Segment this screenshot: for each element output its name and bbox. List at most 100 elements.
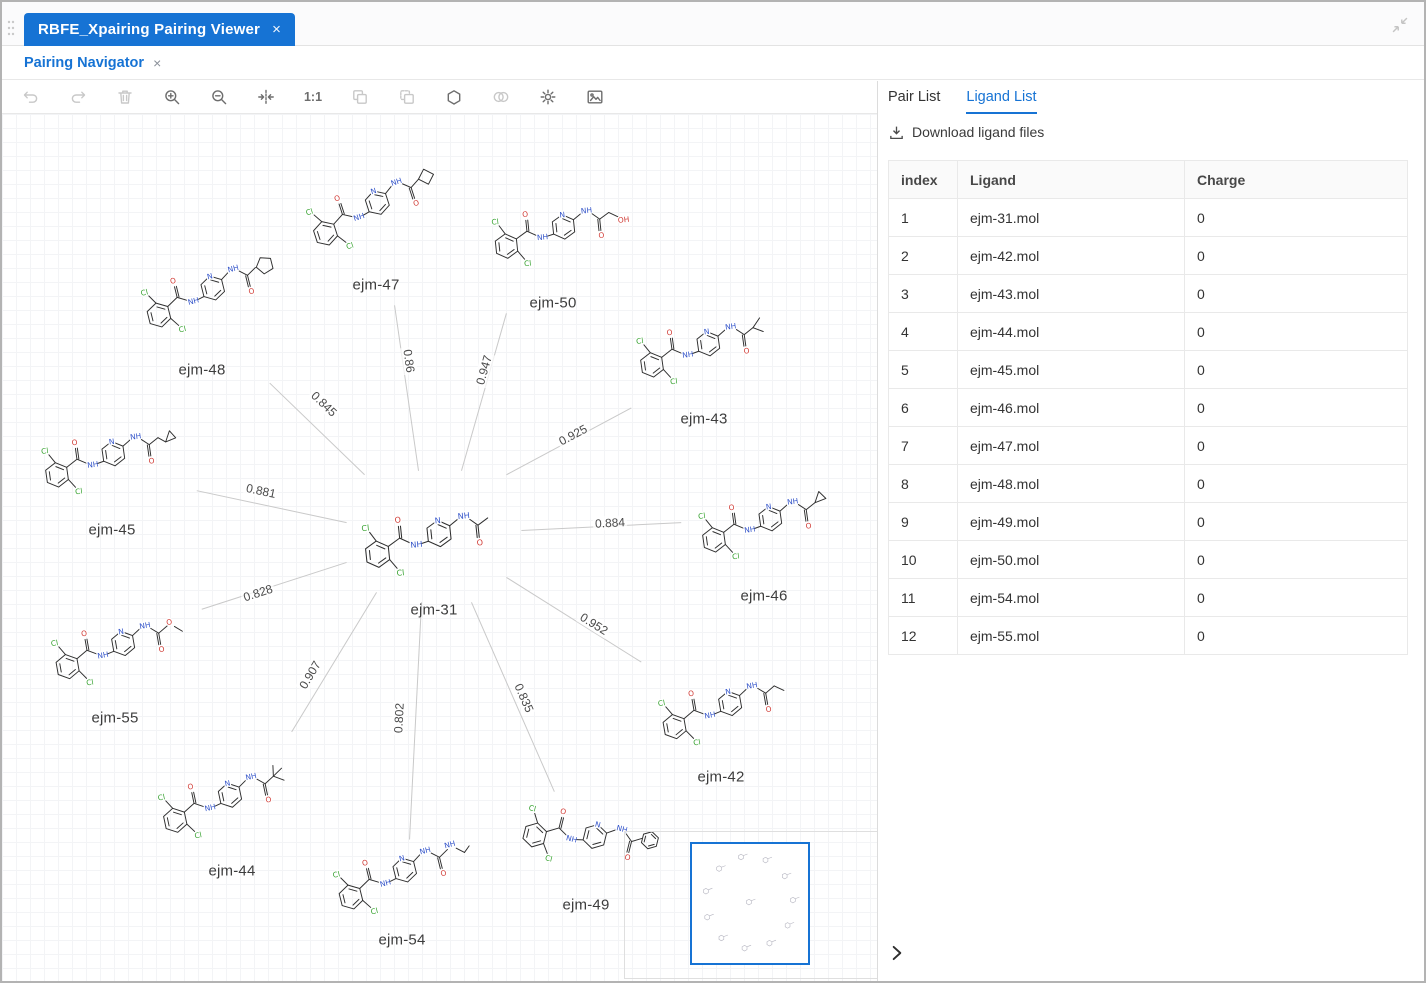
svg-text:N: N xyxy=(108,437,115,447)
svg-text:O: O xyxy=(666,328,673,338)
cell-index: 11 xyxy=(888,578,958,617)
chevron-right-icon[interactable] xyxy=(887,943,909,965)
svg-text:O: O xyxy=(743,346,750,356)
column-header-index: index xyxy=(888,160,958,199)
tab-ligand-list[interactable]: Ligand List xyxy=(966,81,1037,114)
svg-text:NH: NH xyxy=(704,710,717,721)
cell-charge: 0 xyxy=(1184,236,1408,275)
cell-ligand: ejm-44.mol xyxy=(957,312,1185,351)
cell-index: 3 xyxy=(888,274,958,313)
cell-index: 2 xyxy=(888,236,958,275)
svg-text:Cl: Cl xyxy=(693,737,702,747)
cell-charge: 0 xyxy=(1184,350,1408,389)
close-navigator-tab-icon[interactable]: × xyxy=(153,55,162,71)
cell-charge: 0 xyxy=(1184,540,1408,579)
edge-weight-ejm-31-ejm-46[interactable]: 0.884 xyxy=(592,515,628,531)
side-panel: Pair List Ligand List Download ligand fil… xyxy=(878,81,1424,981)
actual-size-button[interactable]: 1:1 xyxy=(302,86,324,108)
svg-text:Cl: Cl xyxy=(140,287,149,297)
export-image-icon xyxy=(587,90,603,104)
display-settings-button[interactable] xyxy=(537,86,559,108)
copy-icon xyxy=(353,90,367,104)
edge-ejm-31-ejm-48 xyxy=(269,382,365,476)
download-label: Download ligand files xyxy=(912,124,1045,140)
export-image-button[interactable] xyxy=(584,86,606,108)
cell-index: 7 xyxy=(888,426,958,465)
cell-charge: 0 xyxy=(1184,426,1408,465)
download-icon xyxy=(890,126,903,139)
svg-text:O: O xyxy=(169,276,177,286)
cell-index: 6 xyxy=(888,388,958,427)
edge-ejm-31-ejm-47 xyxy=(394,305,420,471)
svg-text:O: O xyxy=(412,198,420,208)
copy-button xyxy=(349,86,371,108)
cell-charge: 0 xyxy=(1184,274,1408,313)
cell-charge: 0 xyxy=(1184,578,1408,617)
svg-text:Cl: Cl xyxy=(524,259,532,269)
svg-text:NH: NH xyxy=(187,295,200,306)
svg-text:NH: NH xyxy=(245,771,258,782)
svg-text:NH: NH xyxy=(352,211,365,223)
svg-text:O: O xyxy=(394,515,401,525)
svg-text:N: N xyxy=(594,820,602,830)
collapse-window-icon[interactable] xyxy=(1390,15,1410,35)
ring-tool-button[interactable] xyxy=(443,86,465,108)
svg-text:NH: NH xyxy=(616,823,629,834)
fit-view-icon xyxy=(258,89,274,105)
svg-text:O: O xyxy=(71,438,78,448)
node-label-ejm-43: ejm-43 xyxy=(680,410,728,428)
svg-text:NH: NH xyxy=(746,680,759,691)
download-ligand-files-button[interactable]: Download ligand files xyxy=(888,119,1044,145)
cell-ligand: ejm-31.mol xyxy=(957,198,1185,237)
window-tab-active[interactable]: RBFE_Xpairing Pairing Viewer × xyxy=(24,13,295,46)
minimap-viewport[interactable] xyxy=(690,842,810,965)
cell-ligand: ejm-46.mol xyxy=(957,388,1185,427)
svg-text:Cl: Cl xyxy=(157,792,166,802)
cell-charge: 0 xyxy=(1184,502,1408,541)
edge-weight-ejm-31-ejm-54[interactable]: 0.802 xyxy=(391,700,407,736)
zoom-out-button[interactable] xyxy=(208,86,230,108)
panel-tabs: Pair List Ligand List xyxy=(888,81,1037,114)
close-window-tab-icon[interactable]: × xyxy=(272,21,281,38)
svg-text:Cl: Cl xyxy=(491,217,499,227)
zoom-in-button[interactable] xyxy=(161,86,183,108)
zoom-out-icon xyxy=(212,90,227,105)
zoom-in-icon xyxy=(165,90,180,105)
tab-pair-list[interactable]: Pair List xyxy=(888,88,941,105)
svg-text:Cl: Cl xyxy=(370,906,379,916)
tab-pairing-navigator[interactable]: Pairing Navigator xyxy=(24,55,145,71)
svg-text:N: N xyxy=(370,186,378,196)
svg-text:O: O xyxy=(765,704,772,714)
node-label-ejm-46: ejm-46 xyxy=(740,587,788,605)
fit-view-button[interactable] xyxy=(255,86,277,108)
svg-text:O: O xyxy=(148,456,155,466)
drag-handle-icon[interactable] xyxy=(6,18,16,43)
